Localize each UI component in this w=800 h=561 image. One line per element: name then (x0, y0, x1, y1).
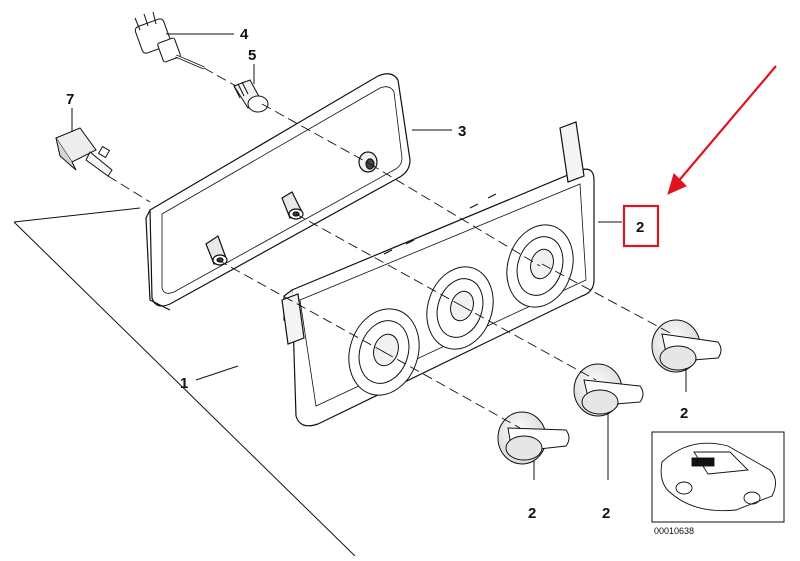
callout-label-2-middle: 2 (602, 505, 610, 522)
vehicle-inset-frame (651, 431, 785, 523)
cover-peg-right (358, 151, 378, 173)
highlight-box-part-3 (622, 204, 660, 248)
callout-label-1: 1 (180, 375, 188, 392)
callout-label-7: 7 (66, 91, 74, 108)
car-silhouette-icon (660, 442, 776, 512)
reference-baseline (13, 207, 356, 557)
vehicle-inset: 00010638 (651, 431, 785, 536)
callout-label-6: 5 (248, 47, 256, 64)
callout-label-3: 2 (636, 219, 644, 236)
screw (233, 79, 269, 113)
callout-label-2-right: 2 (680, 405, 688, 422)
temperature-sensor (55, 127, 113, 177)
reference-code: 00010638 (654, 526, 694, 536)
back-cover-plate (145, 73, 411, 311)
callout-label-4: 3 (458, 123, 466, 140)
mounting-tab-right (559, 121, 585, 183)
callout-label-5: 4 (240, 26, 249, 43)
rotary-switch (134, 11, 205, 70)
cover-peg-left (205, 235, 228, 266)
mounting-tab-left (281, 293, 305, 345)
highlight-arrow-shaft (675, 65, 777, 185)
knob-front (497, 411, 570, 465)
knob-rear (651, 319, 722, 373)
highlight-annotation (622, 65, 777, 248)
highlight-arrow-head (667, 173, 687, 195)
leader-lines (71, 33, 687, 480)
knob-middle (573, 363, 644, 417)
callout-label-2-front: 2 (528, 505, 536, 522)
assembly-lines (107, 67, 673, 429)
